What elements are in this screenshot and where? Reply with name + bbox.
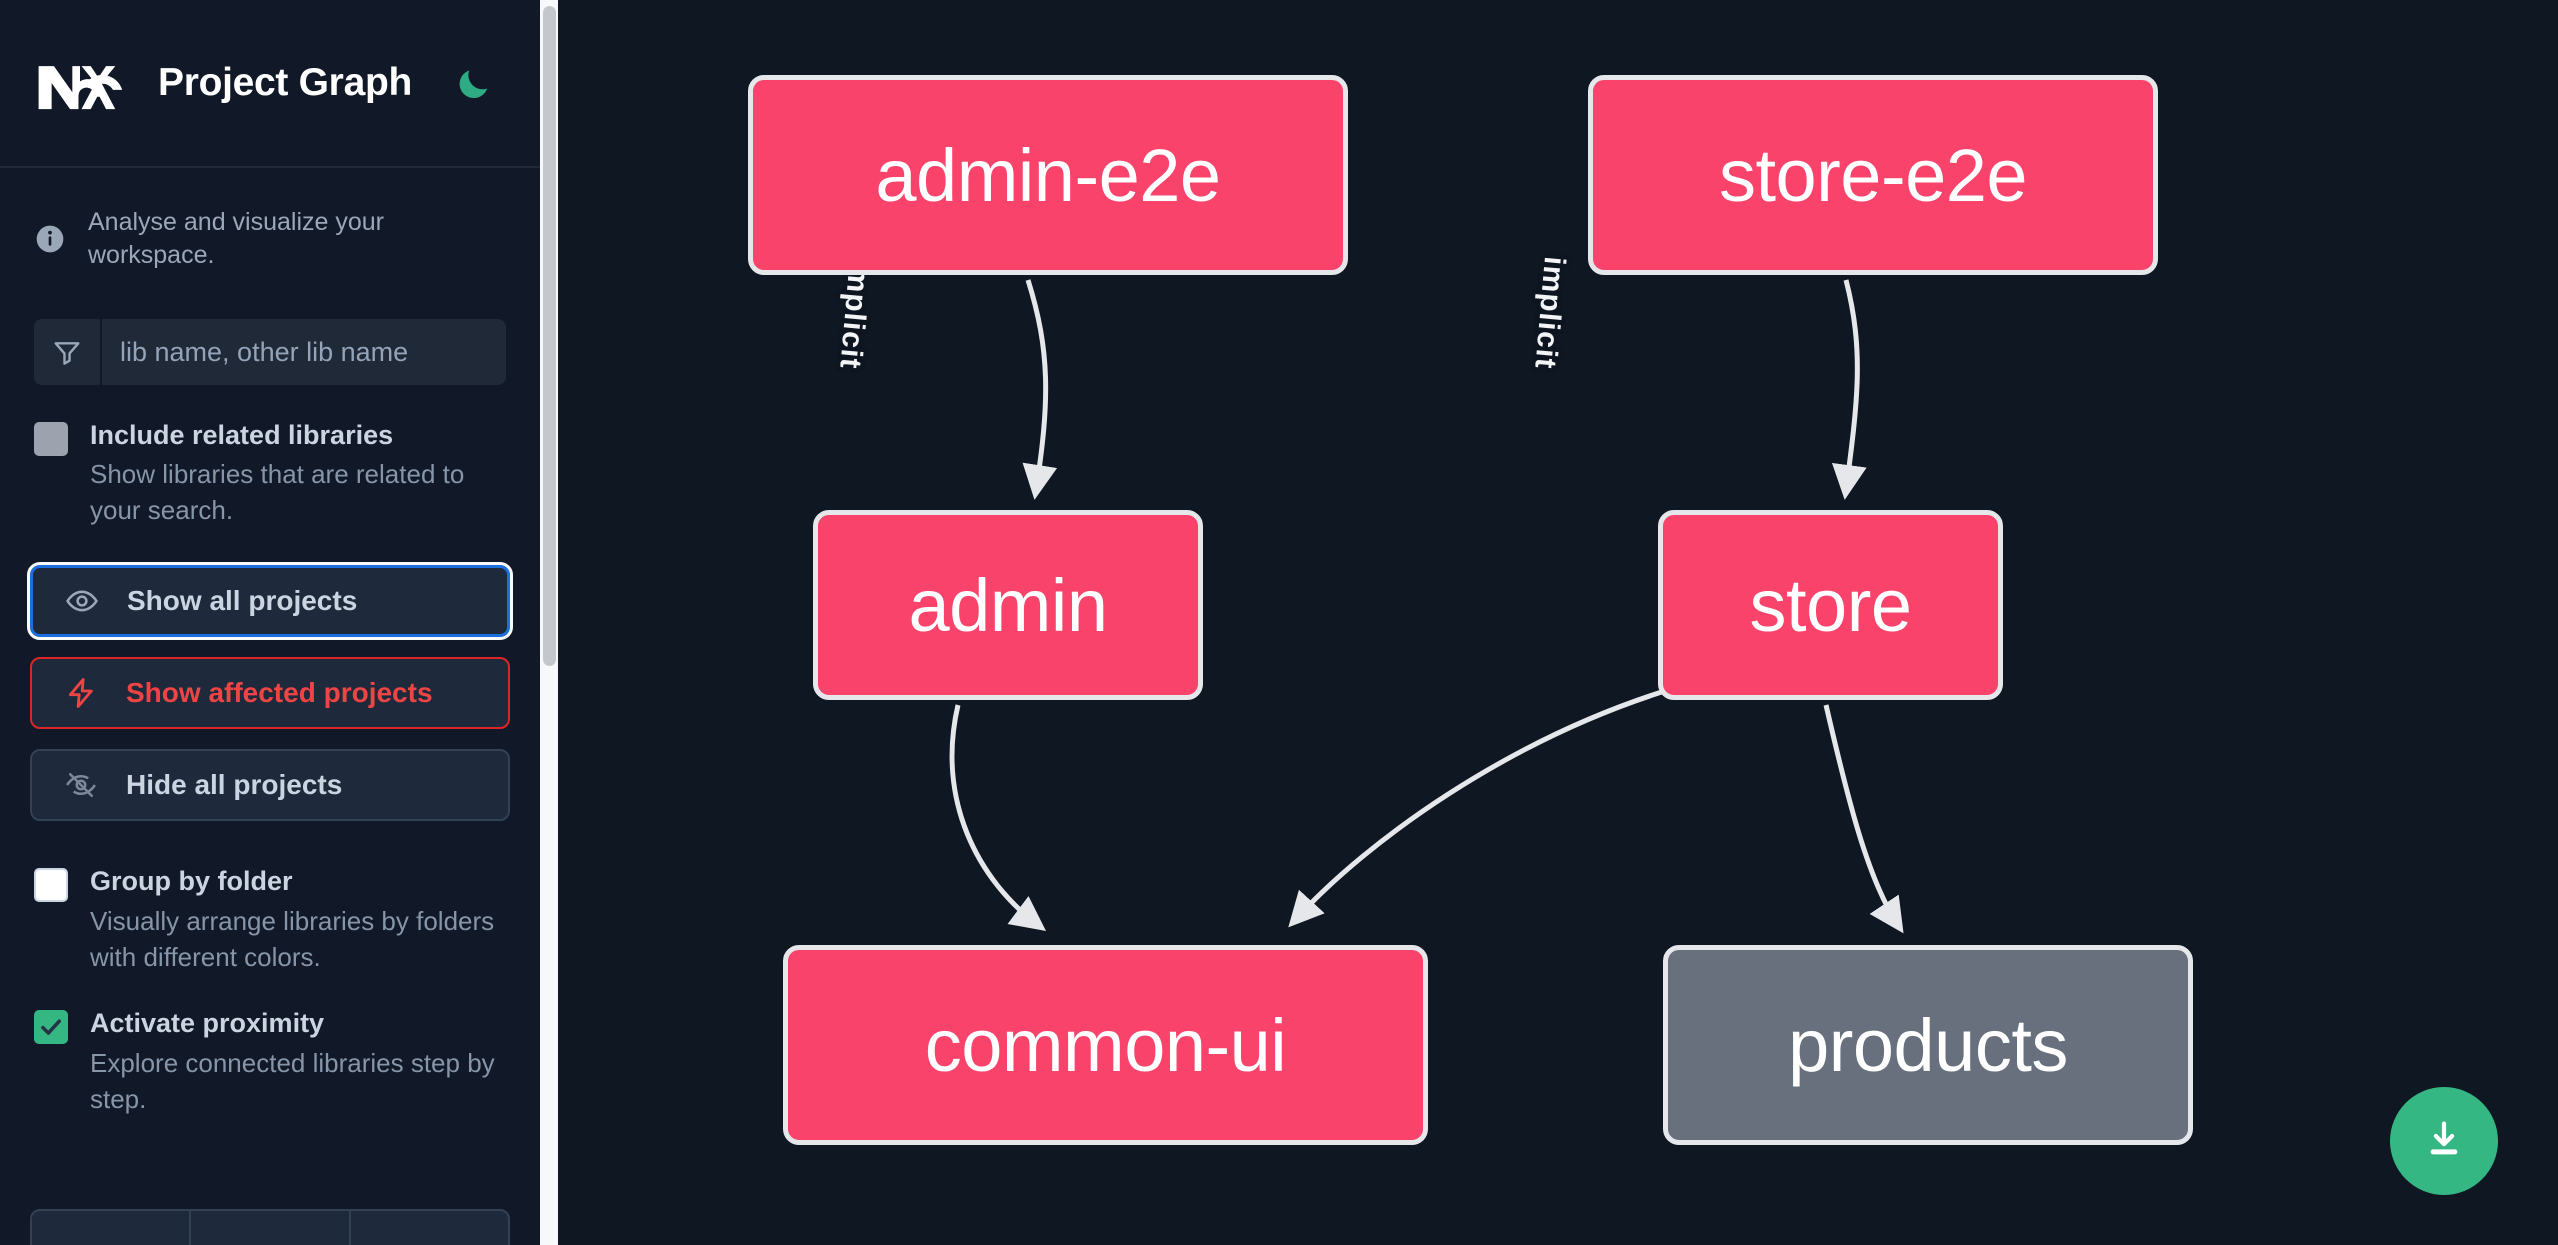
download-icon bbox=[2430, 1121, 2458, 1155]
sidebar-header: Project Graph bbox=[0, 0, 540, 168]
edge-admin-to-common-ui bbox=[949, 704, 1046, 932]
edge-store-e2e-to-store bbox=[1831, 279, 1867, 500]
graph-node-products[interactable]: products bbox=[1663, 945, 2193, 1145]
moon-icon[interactable] bbox=[450, 60, 496, 106]
graph-node-store-e2e[interactable]: store-e2e bbox=[1588, 75, 2158, 275]
node-label: common-ui bbox=[924, 1003, 1287, 1087]
checkbox-description: Explore connected libraries step by step… bbox=[90, 1047, 495, 1114]
page-title: Project Graph bbox=[158, 61, 412, 104]
hide-all-projects-label: Hide all projects bbox=[126, 769, 343, 801]
lightning-bolt-icon bbox=[62, 674, 100, 712]
filter-funnel-icon bbox=[34, 319, 102, 385]
segment-3[interactable] bbox=[351, 1211, 508, 1245]
sidebar: Project Graph Analyse and visualize your… bbox=[0, 0, 558, 1245]
show-affected-projects-button[interactable]: Show affected projects bbox=[30, 657, 510, 730]
sidebar-tagline: Analyse and visualize your workspace. bbox=[0, 168, 540, 271]
checkbox-activate-proximity[interactable]: Activate proximity Explore connected lib… bbox=[34, 1005, 506, 1117]
show-affected-projects-label: Show affected projects bbox=[126, 677, 433, 709]
checkbox-box[interactable] bbox=[34, 868, 68, 903]
checkbox-box[interactable] bbox=[34, 1010, 68, 1045]
checkbox-description: Show libraries that are related to your … bbox=[90, 459, 465, 526]
graph-node-admin-e2e[interactable]: admin-e2e bbox=[748, 75, 1348, 275]
segment-2[interactable] bbox=[191, 1211, 351, 1245]
graph-node-admin[interactable]: admin bbox=[813, 510, 1203, 700]
eye-off-icon bbox=[62, 766, 100, 804]
checkbox-label: Include related libraries bbox=[90, 420, 394, 450]
info-circle-icon bbox=[34, 223, 66, 255]
sidebar-scrollbar[interactable] bbox=[540, 0, 558, 1245]
checkbox-label: Group by folder bbox=[90, 866, 293, 897]
node-label: admin-e2e bbox=[875, 133, 1221, 217]
nx-logo-icon bbox=[34, 52, 126, 114]
edge-admin-e2e-to-admin bbox=[1022, 279, 1058, 500]
node-label: admin bbox=[908, 563, 1108, 647]
node-label: store-e2e bbox=[1718, 133, 2028, 217]
graph-edges bbox=[949, 279, 1904, 934]
show-all-projects-button[interactable]: Show all projects bbox=[27, 562, 513, 641]
sidebar-scrollbar-thumb[interactable] bbox=[543, 6, 556, 666]
checkbox-group-by-folder[interactable]: Group by folder Visually arrange librari… bbox=[34, 863, 506, 975]
show-all-projects-label: Show all projects bbox=[127, 585, 358, 617]
sidebar-tagline-text: Analyse and visualize your workspace. bbox=[88, 208, 384, 269]
checkbox-label: Activate proximity bbox=[90, 1008, 325, 1039]
checkbox-box[interactable] bbox=[34, 422, 68, 456]
graph-canvas[interactable]: implicit implicit admin-e2e store-e2e ad… bbox=[558, 0, 2558, 1245]
search-bar[interactable] bbox=[34, 319, 506, 385]
checkbox-description: Visually arrange libraries by folders wi… bbox=[90, 905, 495, 972]
segmented-control-partial[interactable] bbox=[30, 1209, 510, 1245]
segment-1[interactable] bbox=[32, 1211, 192, 1245]
graph-node-common-ui[interactable]: common-ui bbox=[783, 945, 1428, 1145]
visibility-button-group: Show all projects Show affected projects bbox=[27, 562, 513, 822]
node-label: products bbox=[1788, 1003, 2068, 1087]
eye-icon bbox=[63, 582, 101, 620]
graph-node-store[interactable]: store bbox=[1658, 510, 2003, 700]
hide-all-projects-button[interactable]: Hide all projects bbox=[30, 749, 510, 822]
edge-store-to-products bbox=[1823, 704, 1904, 934]
edge-store-to-common-ui bbox=[1288, 687, 1669, 928]
search-input[interactable] bbox=[102, 319, 506, 385]
download-button[interactable] bbox=[2390, 1087, 2498, 1195]
checkbox-include-related-libraries[interactable]: Include related libraries Show libraries… bbox=[34, 417, 506, 529]
node-label: store bbox=[1749, 563, 1912, 647]
